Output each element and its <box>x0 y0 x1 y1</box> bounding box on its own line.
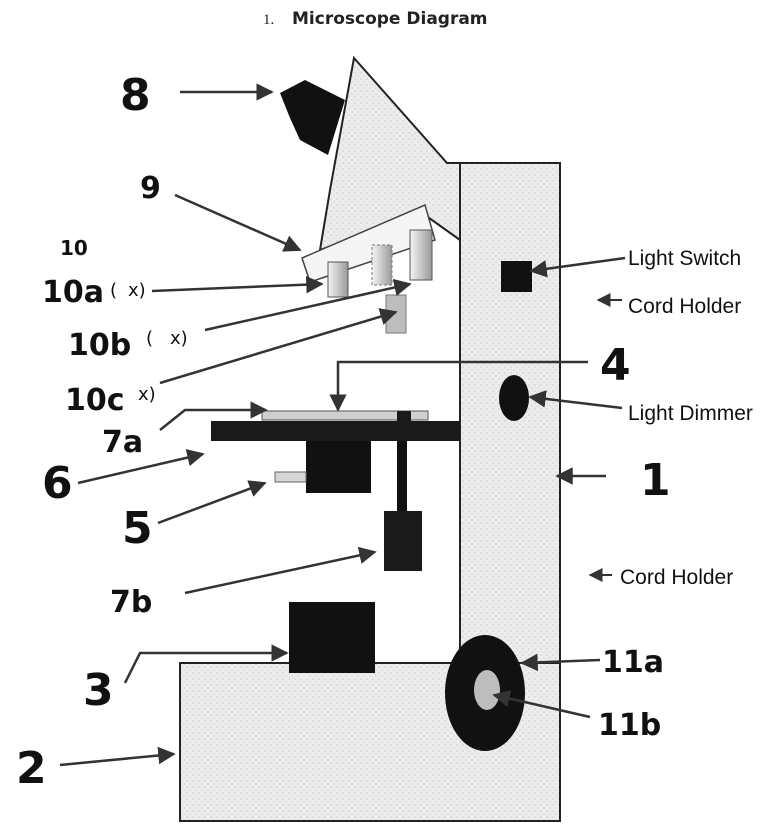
label-7b: 7b <box>110 585 152 620</box>
label-9: 9 <box>140 171 161 206</box>
stage-clip <box>397 411 411 421</box>
iris-diaphragm-lever <box>274 471 307 483</box>
arrow-10c <box>159 308 398 385</box>
arrow-3 <box>123 644 289 684</box>
arrow-6 <box>77 449 205 485</box>
arrow-4 <box>329 360 588 412</box>
label-10b-paren: ( <box>146 328 153 349</box>
arrow-9 <box>174 193 302 252</box>
arrow-11b <box>492 689 591 719</box>
label-1: 1 <box>640 455 671 506</box>
label-10b: 10b <box>68 328 131 363</box>
cord-holder-top-label: Cord Holder <box>628 295 741 318</box>
arrow-11a <box>520 653 601 672</box>
light-dimmer <box>499 375 529 421</box>
stage <box>211 421 460 441</box>
stage-knob-rod <box>397 441 407 512</box>
arrow-5 <box>157 480 267 525</box>
label-10a: 10a <box>42 275 104 310</box>
label-10b-x: x) <box>170 328 188 349</box>
label-3: 3 <box>83 665 114 716</box>
label-10c-x: x) <box>138 384 156 405</box>
page-title: Microscope Diagram <box>292 9 488 29</box>
label-7a: 7a <box>102 425 143 460</box>
label-10c: 10c <box>65 383 125 418</box>
microscope-head <box>318 55 461 252</box>
light-switch-label: Light Switch <box>628 247 741 270</box>
title-number: 1. <box>263 12 274 28</box>
objective-lens-10c-top <box>409 229 433 281</box>
label-4: 4 <box>600 340 631 391</box>
fine-focus-knob <box>474 670 500 710</box>
mechanical-stage-knob <box>384 511 422 571</box>
label-10a-x: x) <box>128 280 146 301</box>
label-2: 2 <box>16 743 47 794</box>
arrow-2 <box>59 746 176 767</box>
label-11a: 11a <box>602 645 664 680</box>
light-dimmer-label: Light Dimmer <box>628 402 753 425</box>
cord-holder-bottom-label: Cord Holder <box>620 566 733 589</box>
eyepiece <box>280 80 345 155</box>
arrow-10b <box>204 278 412 332</box>
label-5: 5 <box>122 503 153 554</box>
arrow-7a <box>159 401 268 431</box>
arrow-light-switch <box>529 256 626 278</box>
light-source <box>289 602 375 673</box>
objective-lens-10b <box>371 244 393 286</box>
label-11b: 11b <box>598 708 661 743</box>
label-8: 8 <box>120 70 151 121</box>
label-10a-paren: ( <box>110 280 117 301</box>
arrow-7b <box>184 546 377 595</box>
objective-lens-10a <box>327 261 349 298</box>
label-6: 6 <box>42 458 73 509</box>
arrow-10a <box>151 275 324 294</box>
light-switch <box>501 261 532 292</box>
arrow-light-dimmer <box>528 390 623 410</box>
label-10: 10 <box>60 236 88 260</box>
condenser <box>306 441 371 493</box>
